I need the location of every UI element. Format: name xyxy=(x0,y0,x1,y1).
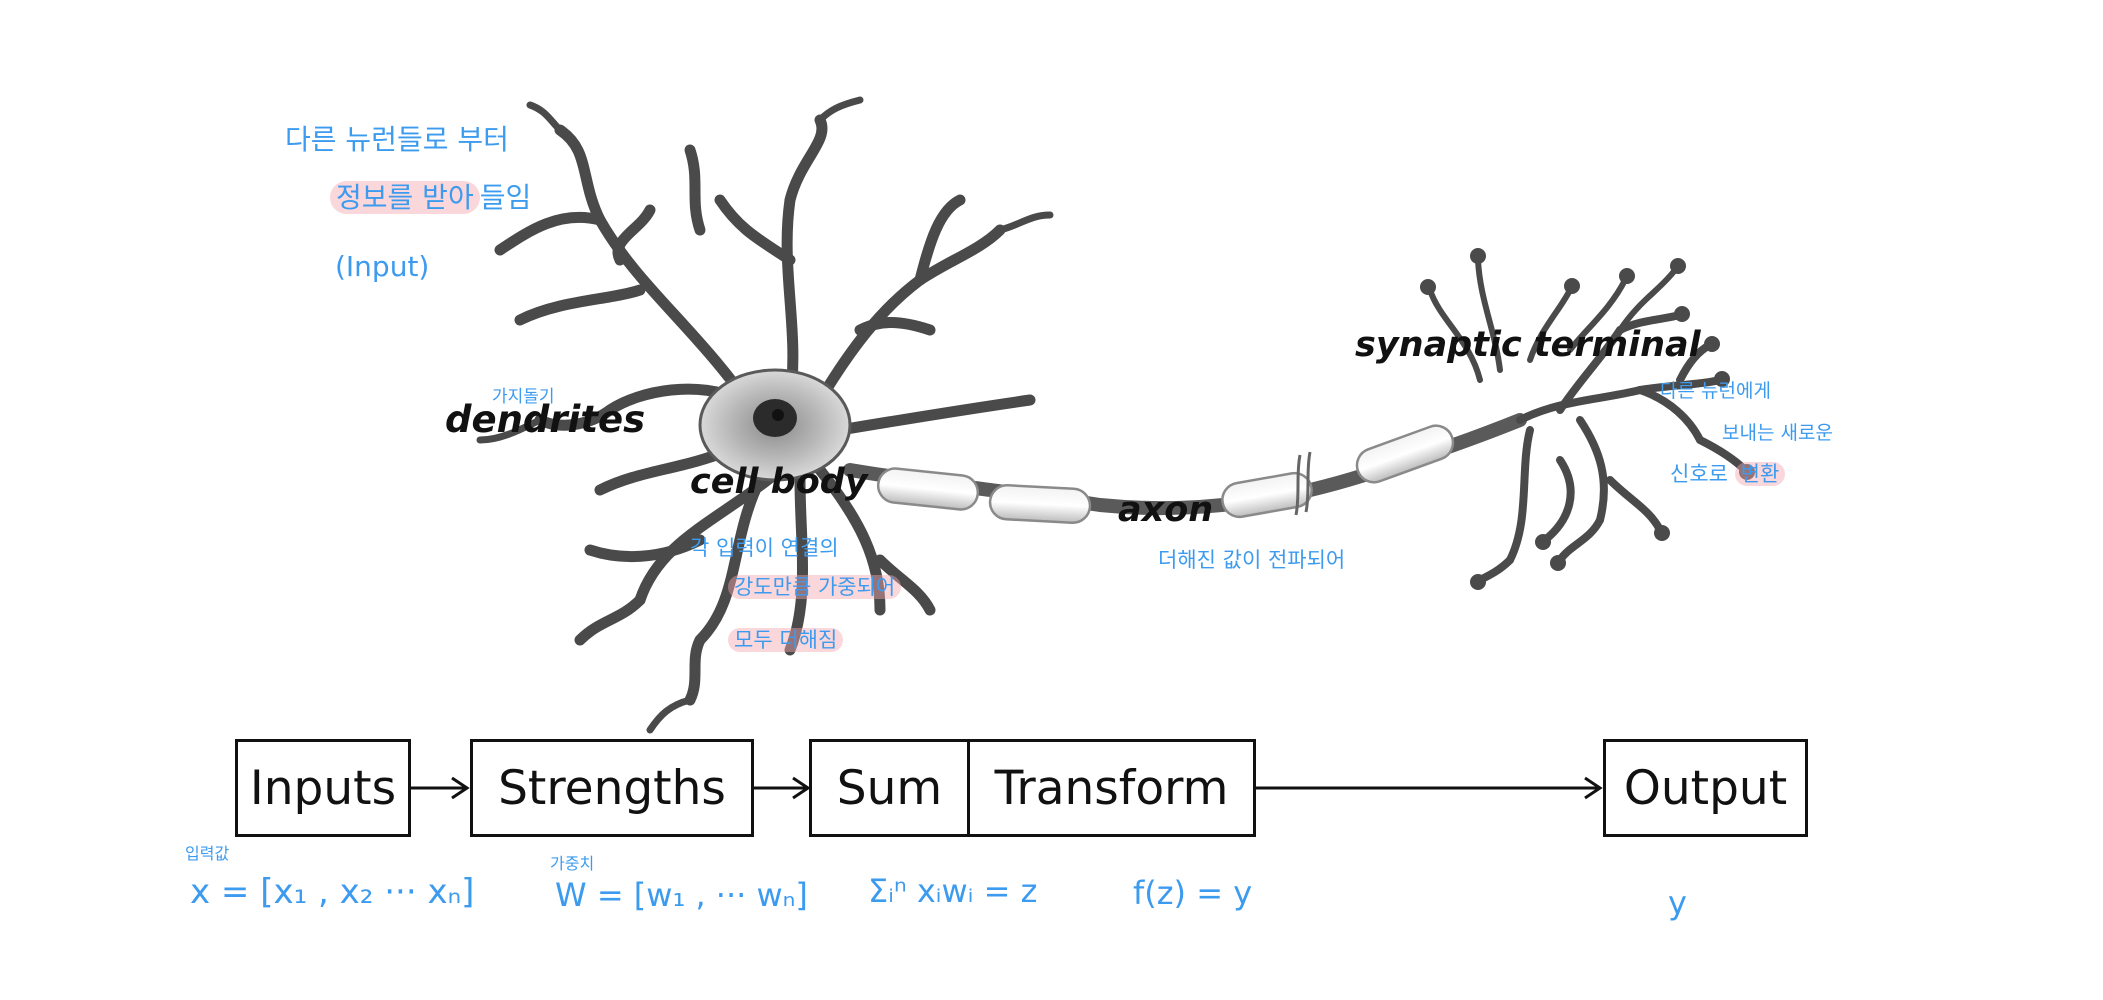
transform-cell: Transform xyxy=(970,742,1253,834)
note-synaptic-line2: 보내는 새로운 xyxy=(1722,422,1833,444)
output-label: Output xyxy=(1623,760,1788,816)
strengths-box: Strengths xyxy=(470,739,754,837)
weight-caption: 가중치 xyxy=(550,854,595,873)
transform-label: Transform xyxy=(994,760,1229,816)
axon-shape xyxy=(843,413,1527,524)
inputs-box: Inputs xyxy=(235,739,411,837)
dendrite-thin-branches xyxy=(476,96,1054,734)
inputs-label: Inputs xyxy=(249,760,397,816)
dendrites-label: dendrites xyxy=(445,398,646,441)
note-cellbody-line2: 강도만큼 가중되어 xyxy=(728,571,902,601)
w-vector: W = [w₁ , ··· wₙ] xyxy=(555,876,808,914)
note-synaptic-line1: 다른 뉴런에게 xyxy=(1660,380,1771,402)
x-vector: x = [x₁ , x₂ ··· xₙ] xyxy=(190,872,475,912)
dendrite-branches xyxy=(494,114,1036,706)
transform-formula: f(z) = y xyxy=(1133,874,1253,912)
flow-arrows xyxy=(410,776,1603,800)
highlight-summed: 모두 더해짐 xyxy=(728,628,844,652)
terminal-stalks xyxy=(1427,257,1678,383)
input-caption: 입력값 xyxy=(185,844,230,863)
myelin-sheaths xyxy=(876,424,1455,524)
note-cellbody-line3: 모두 더해짐 xyxy=(728,624,844,654)
output-value: y xyxy=(1668,884,1687,922)
note-axon: 더해진 값이 전파되어 xyxy=(1158,548,1346,572)
output-box: Output xyxy=(1603,739,1808,837)
note-synaptic-line3: 신호로 변환 xyxy=(1670,458,1786,488)
note-dendrites-line2b: 들임 xyxy=(479,181,532,214)
sum-cell: Sum xyxy=(812,742,970,834)
terminal-buttons xyxy=(1420,248,1755,590)
sum-transform-box: Sum Transform xyxy=(809,739,1256,837)
note-input: (Input) xyxy=(335,250,430,283)
synaptic-terminal-label: synaptic terminal xyxy=(1355,325,1701,365)
note-dendrites-line1: 다른 뉴런들로 부터 xyxy=(285,123,509,156)
highlight-receive: 정보를 받아 xyxy=(330,181,480,214)
sum-formula: Σᵢⁿ xᵢwᵢ = z xyxy=(868,872,1038,910)
highlight-convert: 변환 xyxy=(1734,462,1786,486)
axon-label: axon xyxy=(1118,490,1214,530)
sum-label: Sum xyxy=(836,760,943,816)
note-synaptic-line3a: 신호로 xyxy=(1670,462,1728,486)
note-cellbody-line1: 각 입력이 연결의 xyxy=(690,536,839,560)
strengths-label: Strengths xyxy=(498,760,726,816)
highlight-weighted: 강도만큼 가중되어 xyxy=(728,575,902,599)
cell-body-label: cell body xyxy=(690,462,868,502)
note-dendrites-small: 가지돌기 xyxy=(492,387,555,407)
